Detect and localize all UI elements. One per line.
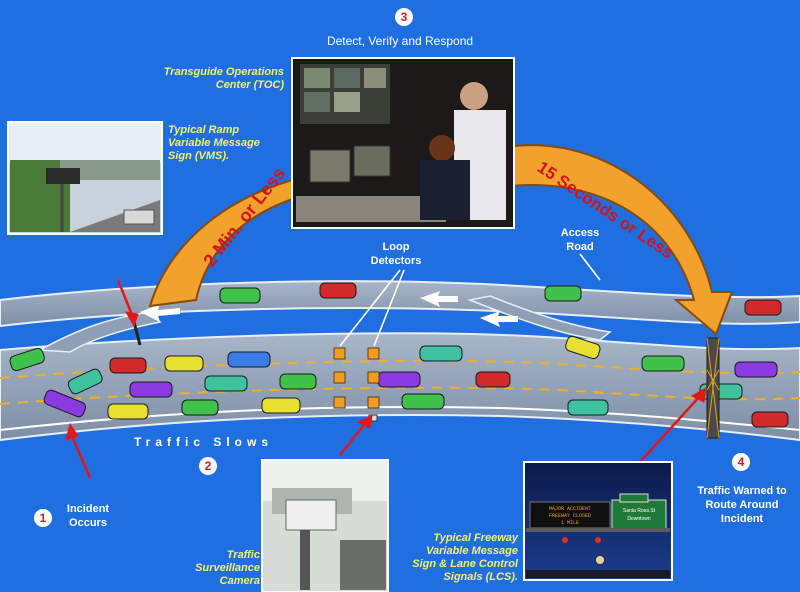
step-2-badge: 2 — [199, 457, 217, 475]
access-road-arrows — [140, 291, 518, 327]
arrow-2-min-text: 2 Min. or Less — [199, 164, 289, 271]
step-3-badge: 3 — [395, 8, 413, 26]
vms-sign-line1: MAJOR ACCIDENT — [549, 506, 591, 512]
overhead-sign-line1: Santa Rosa St — [623, 508, 656, 514]
loop-detectors-label: Loop Detectors — [370, 241, 422, 267]
freeway-vms-photo — [523, 461, 673, 581]
step-1-label: Incident Occurs — [66, 503, 110, 529]
access-road-label: Access Road — [560, 227, 600, 253]
lane-line-1 — [0, 359, 800, 379]
toc-label: Transguide Operations Center (TOC) — [163, 66, 284, 91]
ramp-vms-photo — [7, 121, 163, 235]
step-4-label: Traffic Warned to Route Around Incident — [697, 485, 787, 525]
cars-freeway — [9, 335, 789, 428]
toc-photo — [291, 57, 515, 229]
ramp-vms-post — [132, 321, 142, 346]
cars-access-road — [219, 282, 782, 316]
traffic-slows-label: Traffic Slows — [134, 435, 274, 449]
red-pointer-arrows — [65, 279, 707, 479]
loop-detectors — [333, 347, 380, 409]
step-4-badge: 4 — [732, 453, 750, 471]
arrow-15-sec — [498, 144, 734, 336]
surveillance-camera-photo — [261, 459, 389, 592]
step-1-badge: 1 — [34, 509, 52, 527]
vms-sign-line3: 1 MILE — [561, 520, 579, 526]
freeway-vms-label: Typical Freeway Variable Message Sign & … — [412, 532, 518, 583]
freeway-vms-tower — [706, 337, 720, 439]
ramp-vms-label: Typical Ramp Variable Message Sign (VMS)… — [168, 124, 260, 162]
overhead-sign-line2: Downtown — [627, 516, 651, 522]
vms-sign-line2: FREEWAY CLOSED — [549, 513, 591, 519]
access-road-pointer — [579, 253, 601, 281]
step-3-title: Detect, Verify and Respond — [326, 34, 474, 48]
loop-detector-pointers — [339, 269, 405, 347]
access-road — [0, 280, 800, 328]
step-2-label: Traffic Surveillance Camera — [195, 549, 260, 587]
